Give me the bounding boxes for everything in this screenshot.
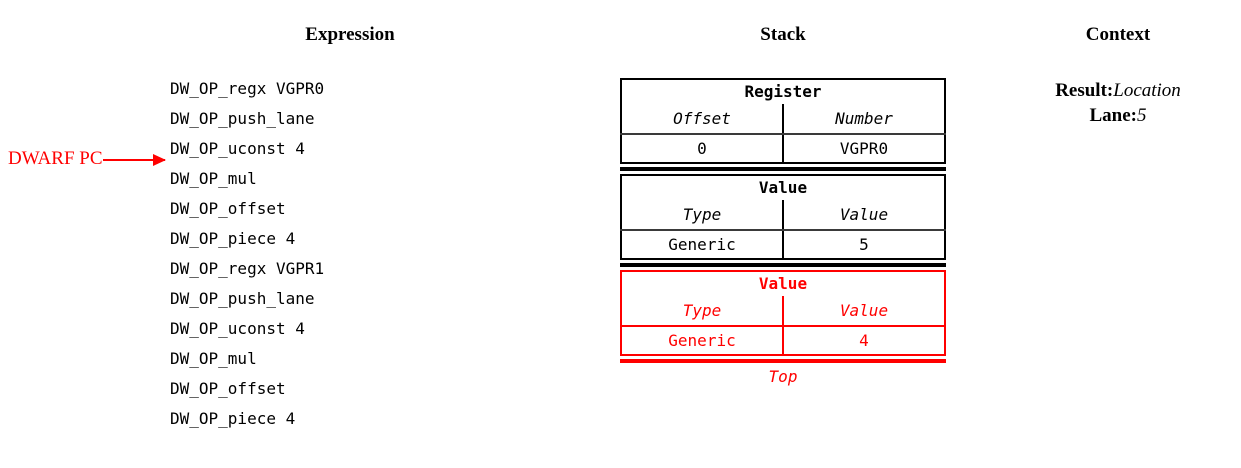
expression-line: DW_OP_regx VGPR0 — [170, 79, 325, 98]
expression-line: DW_OP_offset — [170, 379, 286, 398]
dwarf-pc-label: DWARF PC — [8, 148, 103, 169]
stack-column-header: Value — [783, 296, 945, 327]
stack-column-header: Offset — [621, 104, 784, 135]
expression-line: DW_OP_mul — [170, 349, 257, 368]
column-heading-expression: Expression — [305, 24, 395, 45]
stack-column-header: Value — [783, 200, 945, 231]
stack-cell-value: Generic — [621, 230, 784, 259]
stack-entry-title: Value — [758, 178, 808, 197]
expression-line: DW_OP_offset — [170, 199, 286, 218]
context-row: Result:Location — [998, 78, 1238, 103]
expression-line: DW_OP_uconst 4 — [170, 139, 305, 158]
stack-bottom-rule — [620, 359, 946, 363]
expression-line: DW_OP_uconst 4 — [170, 319, 305, 338]
stack-cell-value: 4 — [859, 331, 869, 350]
right-arrow-icon — [102, 153, 166, 166]
stack-column-header: Number — [783, 104, 945, 135]
expression-line: DW_OP_piece 4 — [170, 229, 296, 248]
stack-cell-value: VGPR0 — [839, 139, 889, 158]
column-heading-context: Context — [1085, 24, 1151, 45]
stack-entry-title: Register — [744, 82, 822, 101]
expression-line: DW_OP_piece 4 — [170, 409, 296, 428]
stack-cell-value: 5 — [859, 235, 869, 254]
stack-entry-separator — [620, 167, 946, 171]
context-value: Location — [1113, 80, 1181, 101]
column-heading-stack: Stack — [760, 24, 806, 45]
expression-line: DW_OP_push_lane — [170, 289, 315, 308]
stack-column-header: Type — [621, 200, 784, 231]
context-value: 5 — [1137, 105, 1147, 126]
stack-entry-separator — [620, 263, 946, 267]
context-row: Lane:5 — [998, 103, 1238, 128]
context-key: Lane: — [1089, 105, 1138, 126]
stack-cell-value: Generic — [621, 326, 784, 355]
expression-line: DW_OP_regx VGPR1 — [170, 259, 325, 278]
dwarf-pc-marker: DWARF PC — [8, 148, 166, 170]
stack-column-header: Type — [621, 296, 784, 327]
stack-entry-title: Value — [758, 274, 808, 293]
stack-cell-value: 0 — [621, 134, 784, 163]
expression-line: DW_OP_push_lane — [170, 109, 315, 128]
expression-line: DW_OP_mul — [170, 169, 257, 188]
stack-top-caption: Top — [768, 367, 798, 386]
context-key: Result: — [1055, 80, 1114, 101]
